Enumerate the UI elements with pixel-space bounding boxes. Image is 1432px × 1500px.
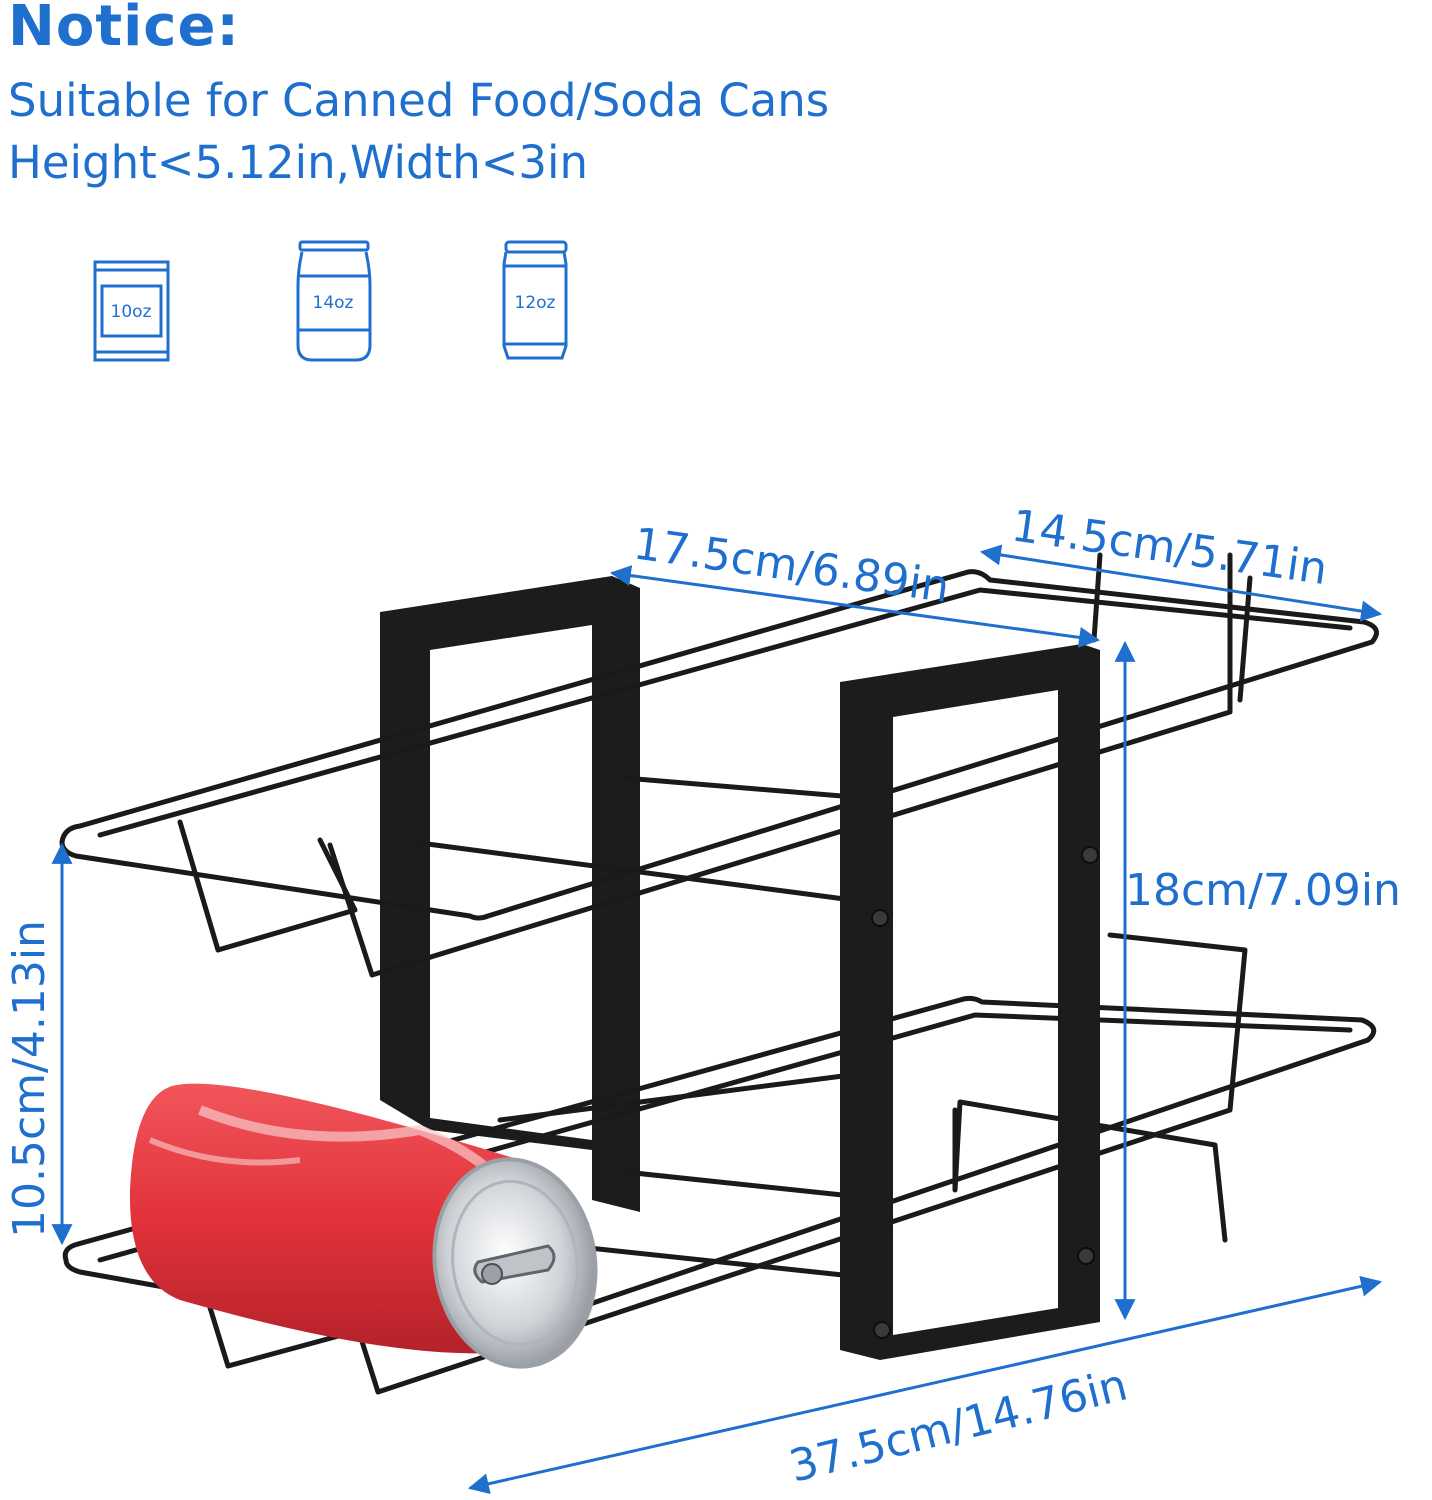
- dimension-lines: [51, 544, 1383, 1495]
- height-tier-label: 10.5cm/4.13in: [4, 920, 55, 1238]
- notice-size-limit-text: Height<5.12in,Width<3in: [8, 136, 589, 189]
- soda-can-icon: [502, 240, 568, 360]
- can-label-14oz: 14oz: [313, 293, 354, 313]
- soda-can-image: [129, 1083, 598, 1369]
- length-bottom-label: 37.5cm/14.76in: [784, 1360, 1132, 1493]
- depth-top-dimension-line: [979, 544, 1383, 622]
- width-top-dimension-line: [609, 565, 1101, 648]
- length-bottom-dimension-line: [467, 1275, 1383, 1495]
- short-can-icon: [93, 260, 170, 362]
- rack-front-frame: [840, 644, 1100, 1360]
- can-icon-12oz: 12oz: [502, 240, 568, 360]
- height-total-label: 18cm/7.09in: [1125, 865, 1401, 916]
- can-icon-10oz: 10oz: [93, 260, 170, 362]
- can-label-12oz: 12oz: [515, 293, 556, 313]
- tall-jar-can-icon: [296, 240, 372, 362]
- can-icon-14oz: 14oz: [296, 240, 372, 362]
- notice-suitability-text: Suitable for Canned Food/Soda Cans: [8, 74, 830, 127]
- notice-title: Notice:: [8, 0, 240, 59]
- can-label-10oz: 10oz: [111, 302, 152, 322]
